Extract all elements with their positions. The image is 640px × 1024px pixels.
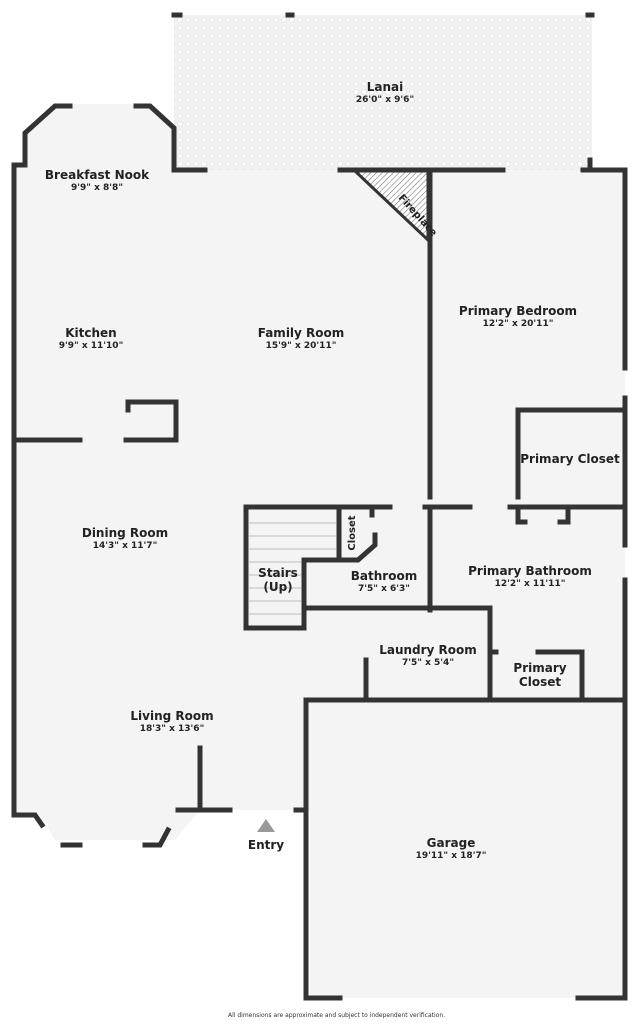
- lanai-area: [174, 15, 592, 171]
- room-label: Primary Closet: [520, 452, 620, 466]
- entry-label: Entry: [247, 838, 285, 852]
- disclaimer: All dimensions are approximate and subje…: [228, 1012, 446, 1019]
- closet-label: Closet: [347, 515, 358, 550]
- entry-arrow-icon: [257, 819, 275, 832]
- room-label: Stairs(Up): [258, 566, 298, 594]
- main-floor: [14, 104, 625, 840]
- garage-floor: [310, 700, 625, 998]
